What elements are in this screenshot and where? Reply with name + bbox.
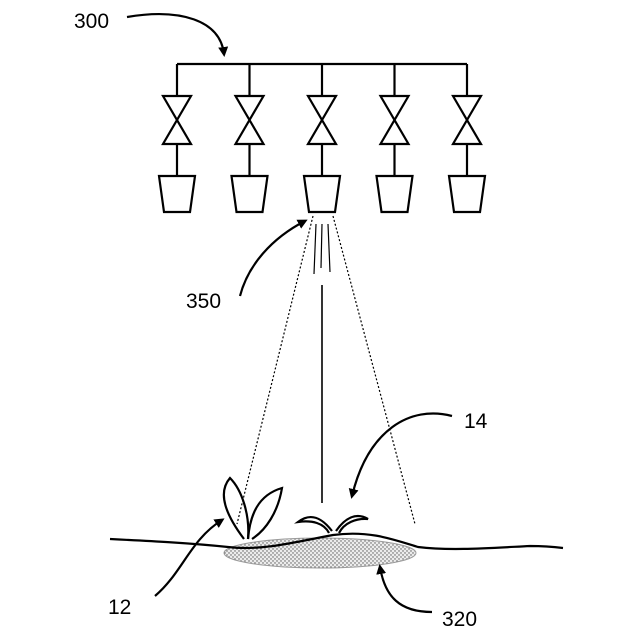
spray-cone	[237, 216, 415, 524]
label-300: 300	[74, 10, 109, 33]
label-350: 350	[186, 290, 221, 313]
leader-arrow-14	[352, 413, 452, 496]
leader-arrow-350	[240, 221, 305, 296]
nozzle-assembly	[232, 64, 268, 212]
nozzle-icon	[159, 176, 195, 212]
leader-arrow-12	[155, 520, 222, 596]
valve-icon	[308, 96, 336, 144]
weed-plant	[298, 516, 368, 533]
nozzle-array	[159, 64, 485, 212]
nozzle-icon	[304, 176, 340, 212]
nozzle-assembly	[304, 64, 340, 212]
nozzle-icon	[377, 176, 413, 212]
valve-icon	[236, 96, 264, 144]
target-area	[224, 538, 416, 568]
crop-plant	[224, 478, 282, 539]
label-320: 320	[442, 608, 477, 631]
leader-arrow-300	[127, 14, 224, 54]
nozzle-assembly	[159, 64, 195, 212]
nozzle-icon	[449, 176, 485, 212]
valve-icon	[381, 96, 409, 144]
nozzle-assembly	[449, 64, 485, 212]
valve-icon	[453, 96, 481, 144]
nozzle-assembly	[377, 64, 413, 212]
label-14: 14	[464, 410, 488, 433]
nozzle-icon	[232, 176, 268, 212]
valve-icon	[163, 96, 191, 144]
label-12: 12	[108, 596, 131, 619]
leader-arrow-320	[380, 567, 432, 612]
